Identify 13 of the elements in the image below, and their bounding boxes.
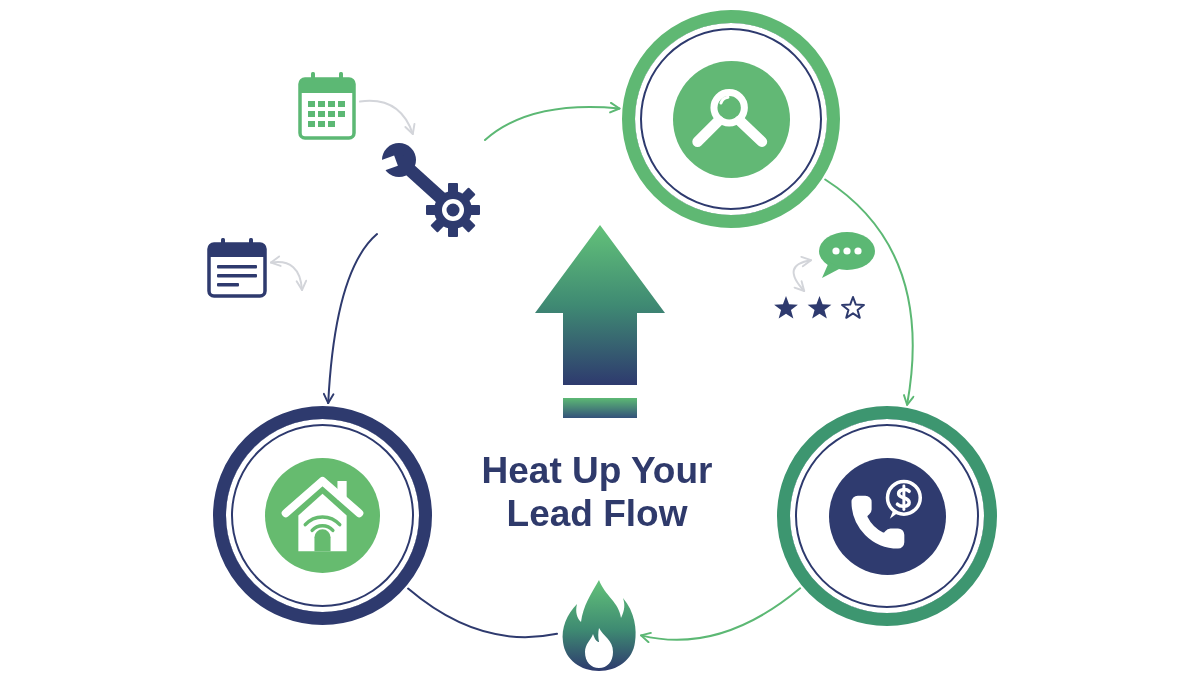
- star-rating-icon: [773, 295, 866, 320]
- flame-icon: [561, 578, 637, 672]
- calendar-list-icon: [207, 238, 267, 298]
- calendar-grid-icon: [298, 72, 356, 140]
- arrow: [323, 233, 378, 405]
- arrow: [359, 99, 415, 135]
- connector-line: [407, 587, 558, 639]
- arrow: [824, 178, 915, 406]
- title-heading: Heat Up Your Lead Flow: [480, 449, 714, 535]
- arrow: [792, 256, 812, 292]
- arrow: [484, 102, 621, 141]
- arrow: [640, 587, 802, 643]
- arrow: [270, 255, 307, 291]
